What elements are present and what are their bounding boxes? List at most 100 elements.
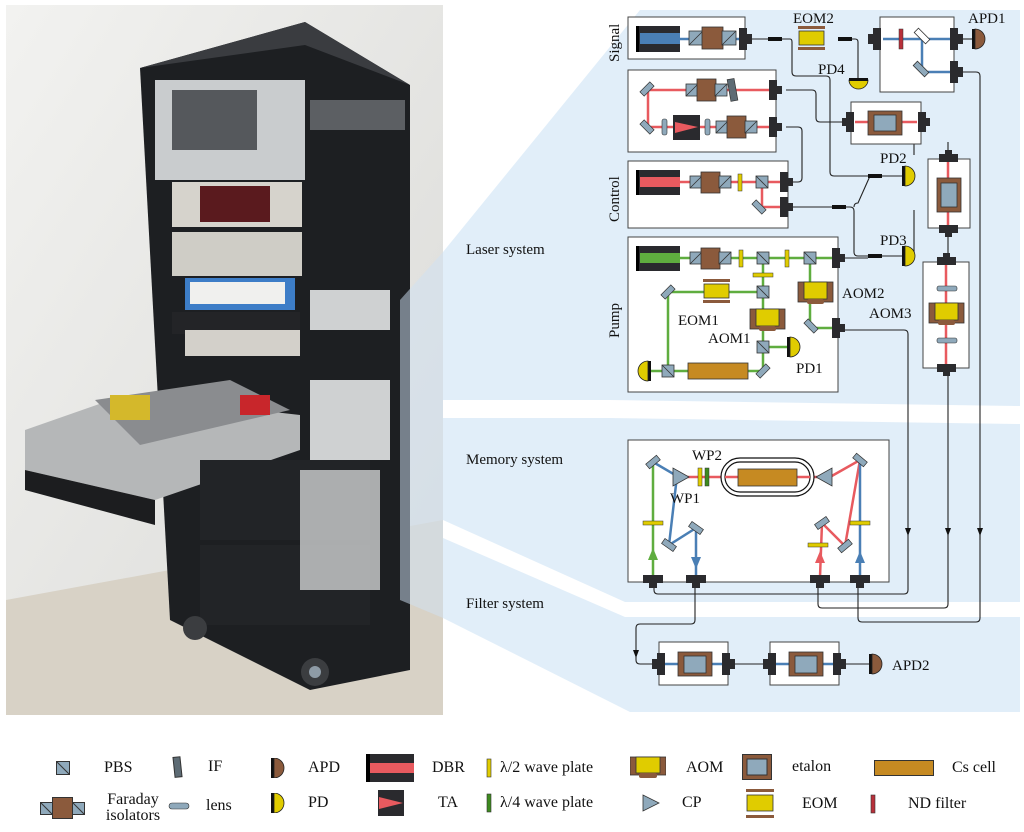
label-wp1: WP1 — [670, 491, 700, 507]
legend-label: λ/2 wave plate — [500, 759, 594, 776]
memory-module — [627, 439, 890, 588]
apd2-detector — [869, 653, 883, 675]
legend: PBS IF APD DBR λ/2 wave plate AOM etalon… — [0, 740, 1024, 832]
aom-icon — [630, 756, 666, 778]
aom3-module — [922, 253, 970, 376]
legend-item-eom: EOM — [746, 789, 838, 819]
label-pd2: PD2 — [880, 151, 907, 167]
memory-cs-cell — [737, 468, 798, 487]
wp2 — [704, 467, 710, 487]
label-eom1: EOM1 — [678, 313, 719, 329]
legend-item-half-wave-plate: λ/2 wave plate — [486, 758, 593, 778]
label-filter-system: Filter system — [466, 596, 544, 612]
label-memory-system: Memory system — [466, 452, 563, 468]
corner-prism-icon — [642, 794, 660, 812]
nd-filter — [898, 28, 904, 50]
label-pd1: PD1 — [796, 361, 823, 377]
rack-module — [172, 232, 302, 276]
faraday-isolator — [688, 26, 737, 50]
legend-label: IF — [208, 758, 223, 775]
pump-module — [627, 236, 845, 393]
pbs-icon — [56, 761, 70, 775]
fiber-arrows — [633, 528, 983, 658]
nd-filter-icon — [870, 794, 876, 814]
apd1-module — [868, 16, 963, 93]
legend-item-pbs: PBS — [56, 760, 132, 776]
apd-icon — [271, 758, 285, 778]
legend-label: λ/4 wave plate — [500, 794, 594, 811]
corner-prism — [672, 467, 690, 487]
legend-item-apd: APD — [270, 758, 340, 778]
eom2 — [798, 26, 825, 50]
label-aom3: AOM3 — [869, 306, 912, 322]
label-aom1: AOM1 — [708, 331, 751, 347]
label-laser-system: Laser system — [466, 242, 545, 258]
pd2-detector — [902, 165, 916, 187]
legend-item-pd: PD — [270, 793, 328, 813]
caster-wheel — [183, 616, 207, 640]
label-eom2: EOM2 — [793, 11, 834, 27]
legend-label: EOM — [802, 795, 838, 812]
mirror — [912, 60, 930, 78]
legend-item-nd-filter: ND filter — [870, 794, 966, 814]
eom1 — [703, 279, 730, 303]
faraday-isolator-icon — [40, 797, 85, 819]
rack-photo — [6, 5, 443, 715]
apd1-detector — [972, 28, 986, 50]
pump-cs-cell — [687, 362, 749, 380]
legend-label: DBR — [432, 759, 465, 776]
legend-label: Faraday isolators — [105, 791, 161, 824]
wp1 — [697, 467, 703, 487]
legend-item-lens: lens — [168, 798, 232, 814]
label-aom2: AOM2 — [842, 286, 885, 302]
beamsplitter — [913, 27, 931, 45]
dbr-laser-icon — [366, 754, 414, 782]
legend-item-etalon: etalon — [742, 754, 831, 780]
legend-item-cp: CP — [642, 794, 702, 812]
label-wp2: WP2 — [692, 448, 722, 464]
legend-item-faraday-isolators: Faraday isolators — [40, 792, 168, 824]
eom-icon — [746, 789, 774, 818]
quarter-wave-plate-icon — [486, 793, 492, 813]
label-apd1: APD1 — [968, 11, 1006, 27]
legend-label: AOM — [686, 759, 724, 776]
pd3-detector — [902, 245, 916, 267]
fiber-coupler — [739, 28, 752, 50]
interference-filter — [726, 78, 739, 102]
pump-pd-detector — [637, 360, 651, 382]
pd4-detector — [848, 79, 869, 90]
half-wave-plate-icon — [486, 758, 492, 778]
label-pump: Pump — [607, 303, 623, 338]
legend-item-aom: AOM — [630, 756, 723, 780]
figure-canvas: Laser system Memory system Filter system… — [6, 5, 1020, 715]
legend-item-dbr: DBR — [366, 754, 465, 782]
legend-label: PD — [308, 794, 329, 811]
pd1-detector — [787, 336, 801, 358]
legend-label: lens — [206, 797, 232, 814]
label-signal: Signal — [607, 24, 623, 62]
signal-module — [627, 16, 752, 60]
label-pd3: PD3 — [880, 233, 907, 249]
control-module — [627, 160, 793, 229]
filter-etalon-1 — [652, 641, 735, 686]
legend-label: ND filter — [908, 795, 967, 812]
lens-icon — [168, 802, 190, 810]
label-apd2: APD2 — [892, 658, 930, 674]
aom1 — [749, 308, 786, 331]
cs-cell-icon — [874, 760, 934, 776]
ta-module — [627, 69, 782, 153]
legend-label: etalon — [792, 758, 832, 775]
legend-label: Cs cell — [952, 759, 996, 776]
etalon-module — [842, 101, 930, 145]
legend-label: APD — [308, 759, 341, 776]
pd-icon — [271, 793, 285, 813]
label-pd4: PD4 — [818, 62, 845, 78]
legend-label: PBS — [104, 759, 133, 776]
legend-label: TA — [438, 794, 459, 811]
tapered-amplifier-icon — [378, 790, 404, 816]
label-control: Control — [607, 176, 623, 222]
etalon-icon — [742, 754, 772, 780]
legend-item-if: IF — [172, 756, 222, 778]
vertical-etalon-module — [927, 150, 971, 237]
legend-item-ta: TA — [378, 790, 458, 816]
